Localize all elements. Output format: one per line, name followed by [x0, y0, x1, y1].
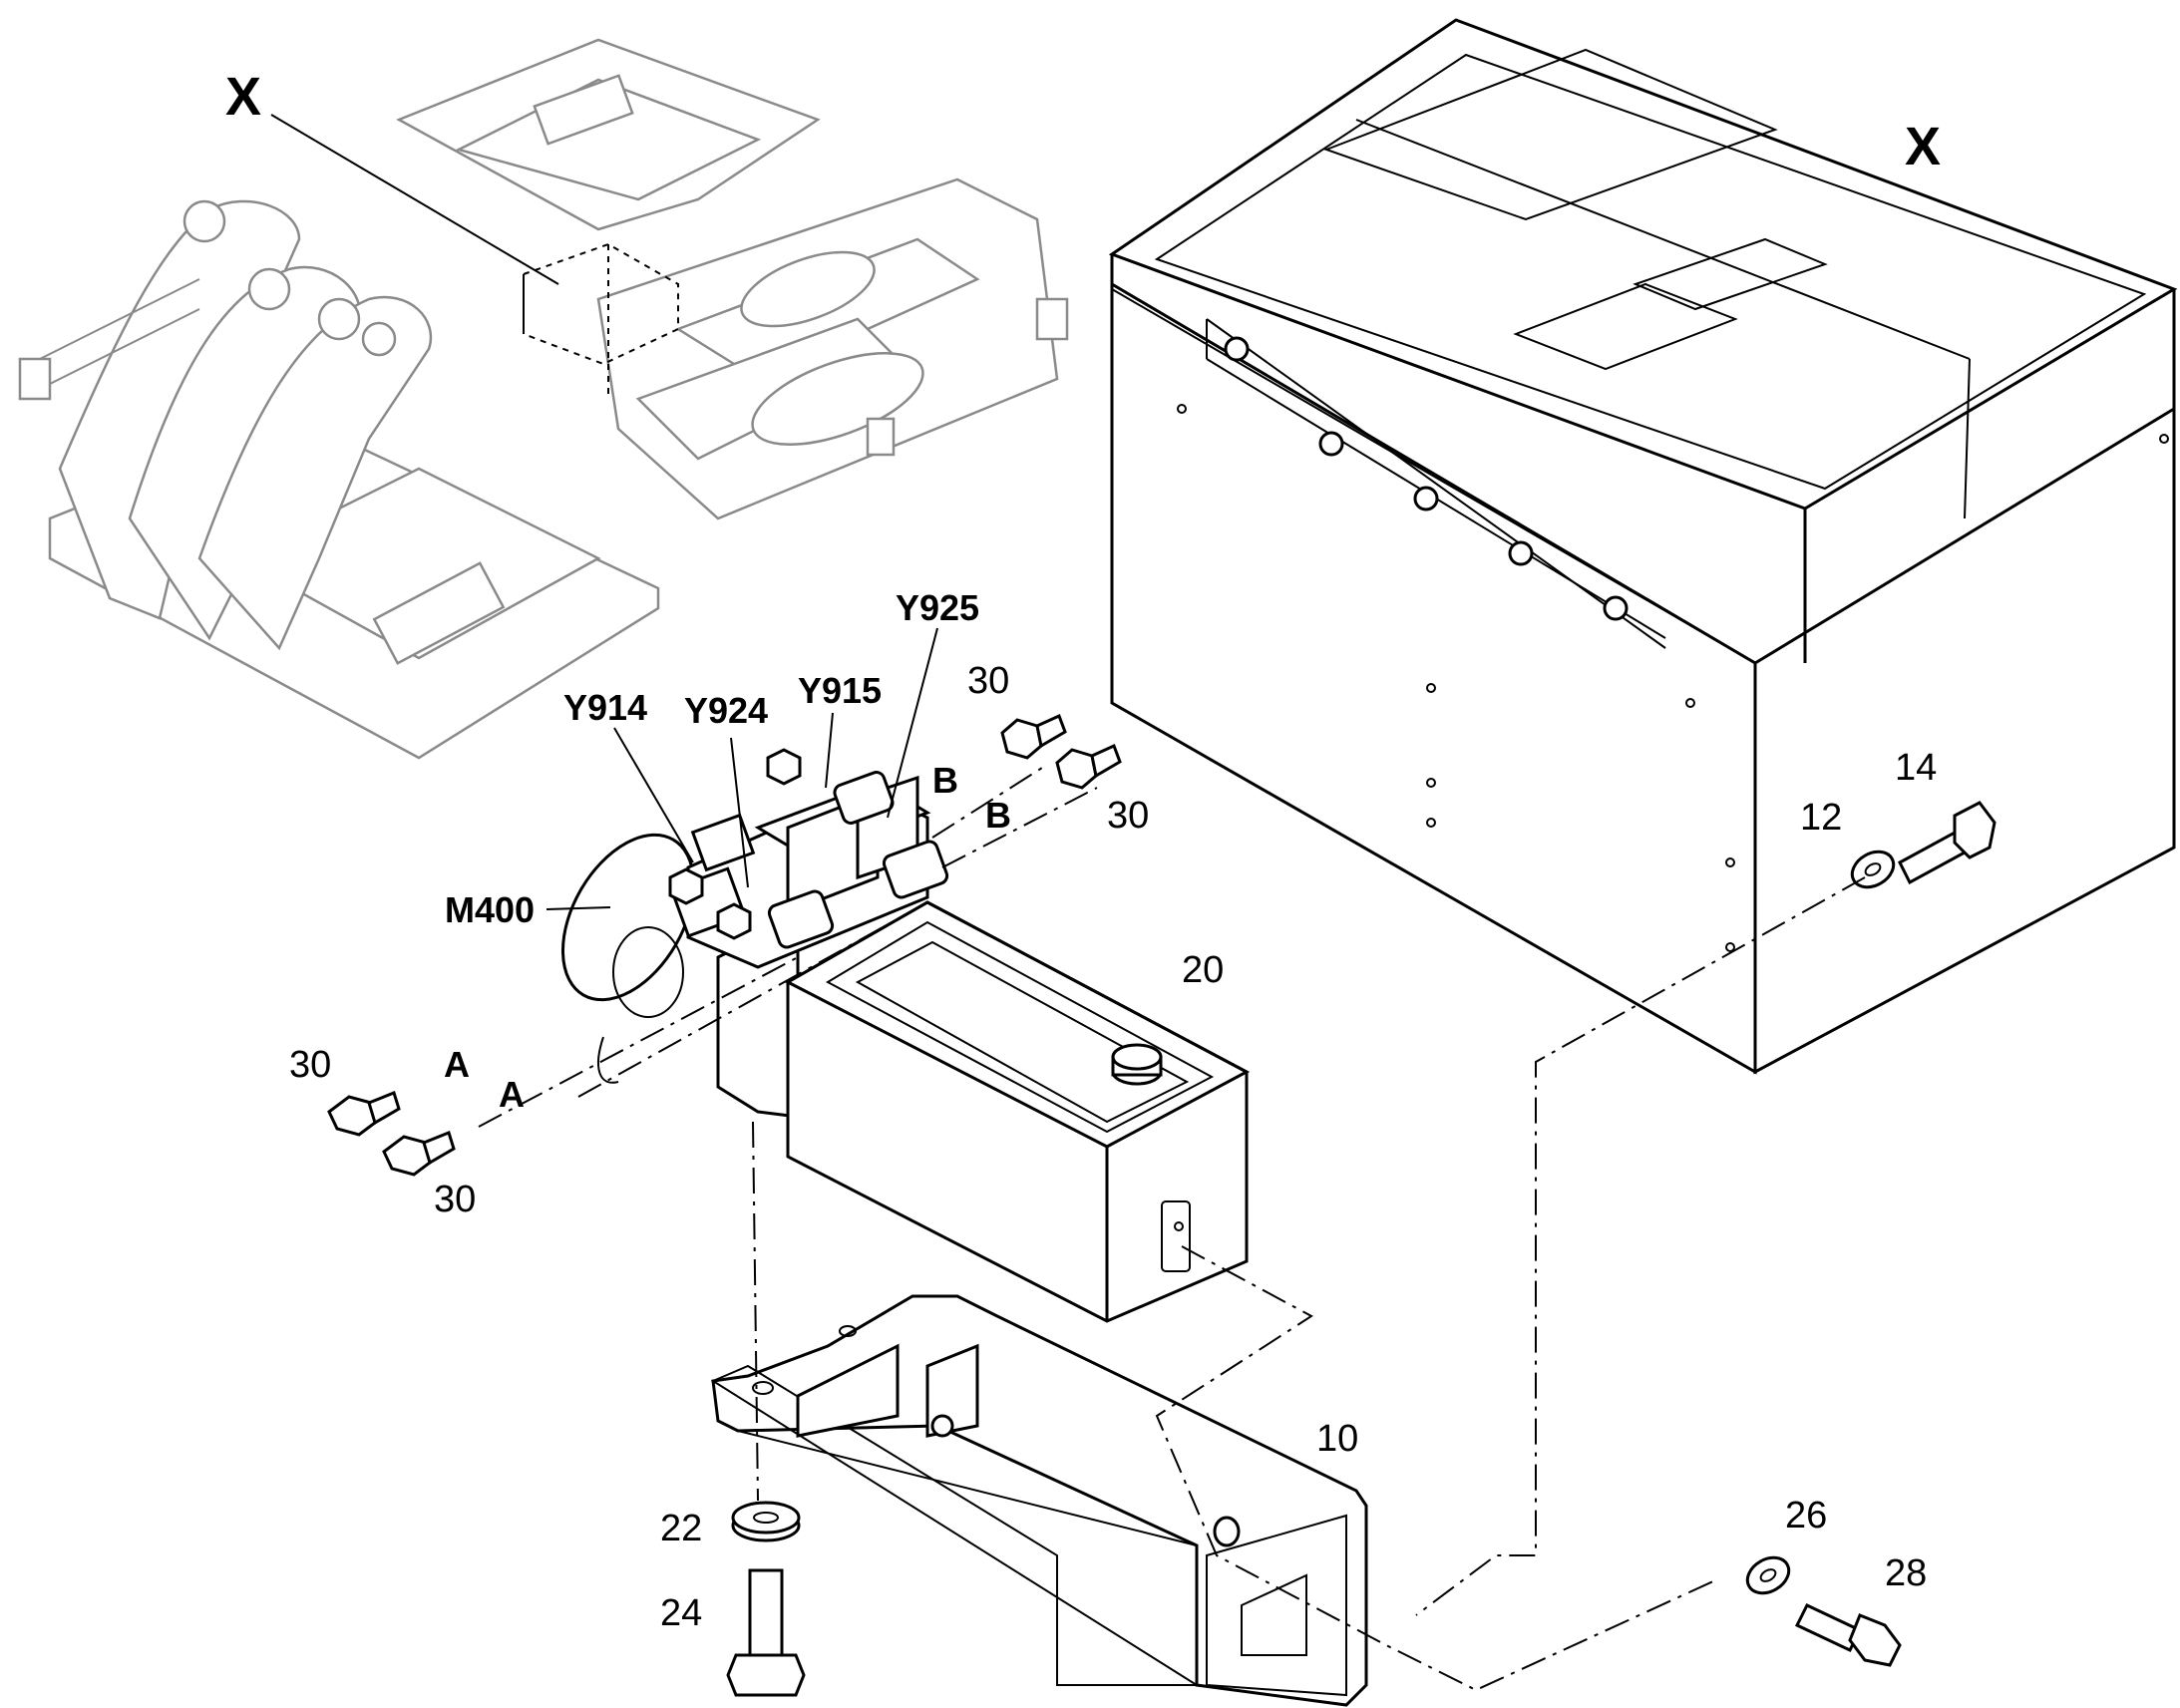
item-24: 24 — [660, 1592, 702, 1634]
bolt-bottom — [726, 1568, 806, 1697]
detail-marker-overview: X — [225, 67, 261, 127]
item-30-bottom-left-b: 30 — [434, 1179, 476, 1220]
callout-leaders — [545, 627, 938, 910]
label-port-b-2: B — [985, 795, 1011, 836]
fitting-top-left — [1000, 713, 1067, 760]
item-22: 22 — [660, 1508, 702, 1549]
machine-overview-drawing — [18, 38, 1069, 760]
detail-marker-box: X — [1905, 117, 1941, 176]
label-y925: Y925 — [896, 587, 979, 628]
item-14: 14 — [1895, 747, 1937, 789]
item-30-top-right: 30 — [1107, 795, 1149, 837]
label-m400: M400 — [445, 889, 535, 930]
label-y924: Y924 — [684, 690, 768, 731]
washer-right — [1745, 1555, 1791, 1595]
item-28: 28 — [1885, 1552, 1927, 1594]
fitting-bottom-left-b — [382, 1131, 456, 1177]
item-10: 10 — [1316, 1418, 1358, 1460]
item-12: 12 — [1800, 797, 1842, 839]
leader-x-overview — [270, 114, 559, 285]
item-20: 20 — [1182, 949, 1224, 991]
item-30-bottom-left-a: 30 — [289, 1044, 331, 1086]
label-y915: Y915 — [798, 670, 882, 711]
bolt-right — [1794, 1603, 1902, 1667]
label-port-a-2: A — [499, 1074, 525, 1115]
label-y914: Y914 — [563, 687, 647, 728]
label-port-b-1: B — [932, 760, 958, 801]
label-port-a-1: A — [444, 1044, 470, 1085]
assembly-centerlines — [478, 767, 1866, 1692]
cabinet-box-drawing — [1108, 18, 2178, 1075]
bolt-box — [1898, 801, 1997, 885]
item-26: 26 — [1785, 1495, 1827, 1537]
mounting-bracket-drawing — [710, 1294, 1368, 1707]
oil-tank-drawing — [784, 900, 1251, 1323]
washer-bottom — [731, 1501, 801, 1542]
item-30-top-left: 30 — [967, 660, 1009, 702]
fitting-top-right — [1055, 743, 1122, 790]
fitting-bottom-left-a — [327, 1091, 401, 1137]
